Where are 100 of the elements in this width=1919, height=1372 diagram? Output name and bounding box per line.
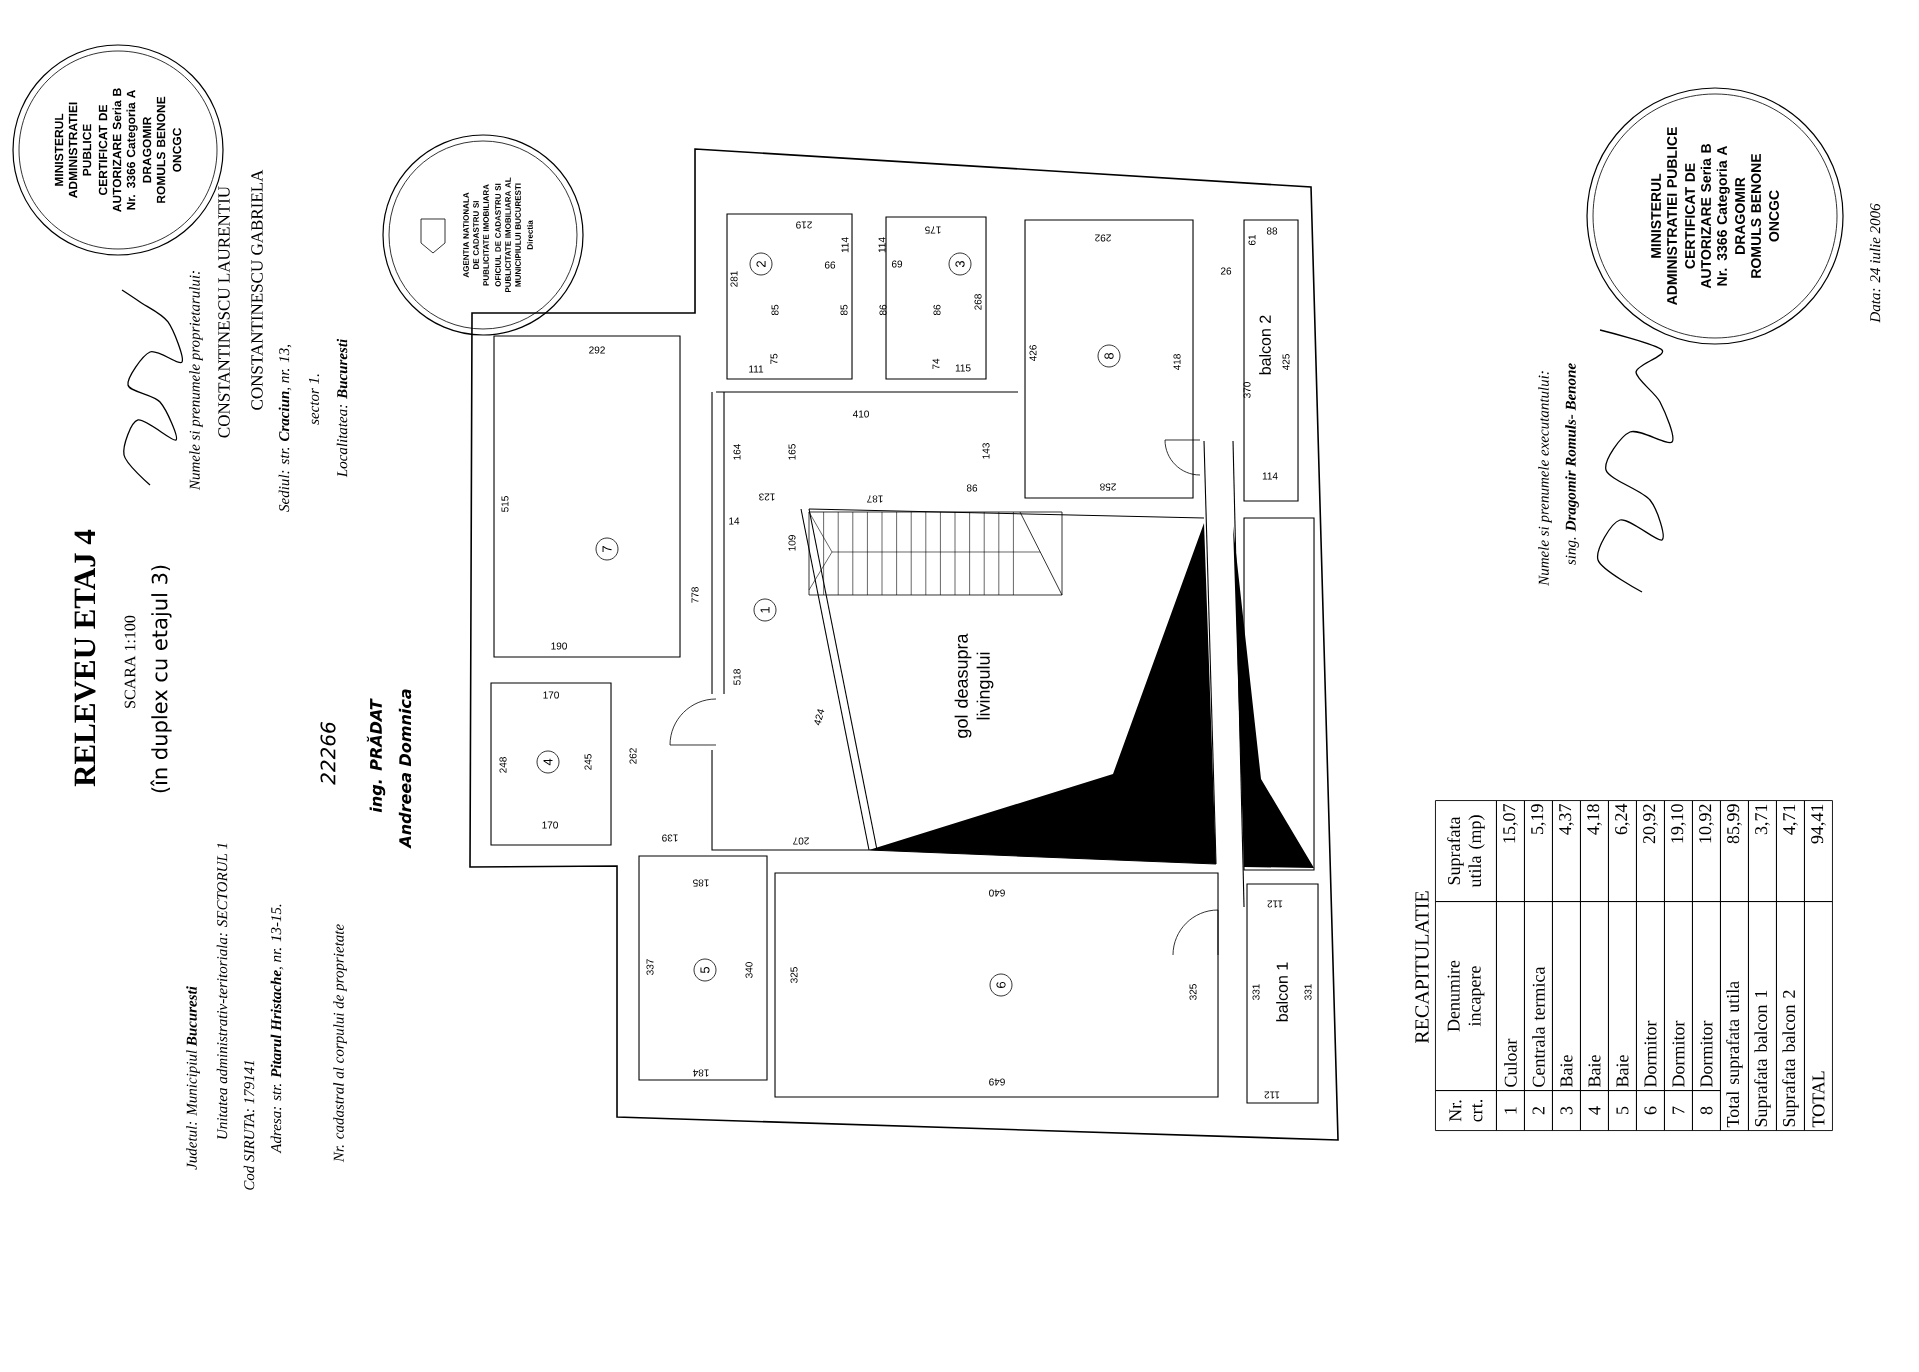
dimension-label: 292 — [1095, 234, 1111, 242]
dimension-label: 248 — [499, 757, 507, 773]
dimension-label: 187 — [867, 495, 883, 503]
table-cell: 8 — [1692, 1090, 1721, 1131]
balcony-label: balcon 1 — [1276, 962, 1288, 1022]
dimension-label: 99 — [824, 261, 836, 269]
date-text: Data: 24 iulie 2006 — [1869, 203, 1881, 323]
dimension-label: 424 — [814, 709, 825, 726]
subtitle: (în duplex cu etajul 3) — [150, 565, 172, 793]
dimension-label: 518 — [733, 669, 741, 685]
table-cell: 4 — [1580, 1090, 1609, 1131]
dimension-label: 85 — [840, 304, 848, 316]
dimension-label: 111 — [749, 365, 764, 373]
dimension-label: 69 — [891, 260, 903, 268]
balcony-label: balcon 2 — [1259, 315, 1271, 375]
dimension-label: 114 — [841, 237, 849, 253]
dimension-label: 515 — [501, 496, 509, 512]
dimension-label: 325 — [1189, 984, 1197, 1000]
dimension-label: 114 — [878, 237, 886, 253]
dimension-label: 109 — [788, 535, 796, 551]
table-cell: Culoar — [1496, 901, 1525, 1091]
owner-name: CONSTANTINESCU GABRIELA — [251, 169, 263, 410]
dimension-label: 778 — [691, 587, 699, 603]
dimension-label: 88 — [1266, 227, 1278, 235]
room-number: 4 — [536, 750, 560, 774]
dimension-label: 85 — [771, 304, 779, 316]
room-number: 8 — [1097, 344, 1121, 368]
room-number: 5 — [693, 958, 717, 982]
dimension-label: 325 — [790, 967, 798, 983]
table-cell: 1 — [1496, 1090, 1525, 1131]
dimension-label: 258 — [1100, 483, 1116, 491]
dimension-label: 640 — [989, 889, 1005, 897]
dimension-label: 75 — [770, 353, 778, 365]
dimension-label: 86 — [966, 484, 978, 492]
dimension-label: 175 — [925, 226, 941, 234]
table-cell: 3 — [1552, 1090, 1581, 1131]
stamp: MINISTERUL ADMINISTRATIEI PUBLICE CERTIFICAT DE AUTORIZARE Seria B Nr. 3366 Categoria A DRAGOMIR ROMULS BENONE ONCGC — [1586, 87, 1844, 345]
dimension-label: 331 — [1252, 984, 1260, 1000]
dimension-label: 331 — [1304, 984, 1312, 1000]
dimension-label: 74 — [932, 358, 940, 370]
dimension-label: 426 — [1029, 345, 1037, 362]
dimension-label: 185 — [693, 879, 709, 887]
dimension-label: 170 — [543, 691, 559, 699]
table-cell: Total suprafata utila — [1720, 901, 1749, 1131]
table-cell: Dormitor — [1692, 901, 1721, 1091]
dimension-label: 112 — [1267, 900, 1283, 908]
room-number: 7 — [595, 537, 619, 561]
dimension-label: 262 — [629, 748, 637, 764]
table-cell: Baie — [1608, 901, 1637, 1091]
scale-label: SCARA 1:100 — [124, 615, 136, 708]
stamp: AGENTIA NATIONALA DE CADASTRU SI PUBLICITATE IMOBILIARA OFICIUL DE CADASTRU SI PUBLICITATE IMOBILIARA AL MUNICIPIULUI BUCURESTI Directia — [382, 134, 584, 336]
info-text: Adresa: str. Pitarul Hristache, nr. 13-15. — [270, 904, 284, 1154]
table-cell: Suprafata utila (mp) — [1435, 800, 1497, 902]
dimension-label: 418 — [1173, 354, 1181, 371]
table-cell: Dormitor — [1636, 901, 1665, 1091]
handwritten-name: ing. PRĂDAT — [366, 698, 386, 813]
dimension-label: 112 — [1264, 1091, 1280, 1099]
title: RELEVEU ETAJ 4 — [74, 529, 96, 787]
dimension-label: 26 — [1220, 267, 1232, 275]
dimension-label: 292 — [589, 346, 605, 354]
table-cell: Nr. crt. — [1435, 1090, 1497, 1131]
executant-name: sing. Dragomir Romuls- Benone — [1565, 363, 1579, 565]
dimension-label: 86 — [879, 304, 887, 316]
dimension-label: 170 — [542, 821, 558, 829]
dimension-label: 410 — [852, 410, 869, 418]
dimension-label: 219 — [796, 221, 812, 229]
table-cell: 4,18 — [1580, 800, 1609, 902]
dimension-label: 281 — [730, 271, 738, 287]
table-cell: 3,71 — [1748, 800, 1777, 902]
dimension-label: 164 — [733, 443, 741, 460]
table-cell: 6 — [1636, 1090, 1665, 1131]
dimension-label: 86 — [933, 304, 941, 316]
room-number: 3 — [948, 252, 972, 276]
table-cell: 19,10 — [1664, 800, 1693, 902]
table-cell: 94,41 — [1804, 800, 1833, 902]
dimension-label: 139 — [662, 834, 678, 842]
dimension-label: 340 — [745, 962, 753, 978]
field-label: Numele si prenumele executantului: — [1538, 371, 1552, 586]
info-text: Cod SIRUTA: 179141 — [243, 1060, 255, 1190]
handwritten-name: Andreea Domnica — [398, 689, 412, 849]
table-title: RECAPITULATIE — [1415, 891, 1429, 1044]
dimension-label: 425 — [1282, 354, 1290, 371]
dimension-label: 190 — [551, 642, 567, 650]
table-cell: Dormitor — [1664, 901, 1693, 1091]
dimension-label: 143 — [982, 443, 990, 459]
info-text: Nr. cadastral al corpului de proprietate — [333, 924, 347, 1163]
info-text: Judetul: Municipiul Bucuresti — [186, 986, 200, 1170]
info-text: Unitatea administrativ-teritoriala: SECTORUL 1 — [216, 843, 228, 1139]
dimension-label: 245 — [584, 754, 592, 770]
room-label: gol deasupra livingului — [954, 633, 994, 738]
dimension-label: 61 — [1248, 234, 1256, 246]
table-cell: Centrala termica — [1524, 901, 1553, 1091]
address-text: sector 1. — [308, 374, 320, 425]
table-cell: 4,37 — [1552, 800, 1581, 902]
dimension-label: 207 — [793, 837, 809, 845]
table-cell: 6,24 — [1608, 800, 1637, 902]
table-cell: 20,92 — [1636, 800, 1665, 902]
table-cell: 10,92 — [1692, 800, 1721, 902]
dimension-label: 337 — [646, 959, 654, 975]
dimension-label: 184 — [692, 1069, 709, 1077]
